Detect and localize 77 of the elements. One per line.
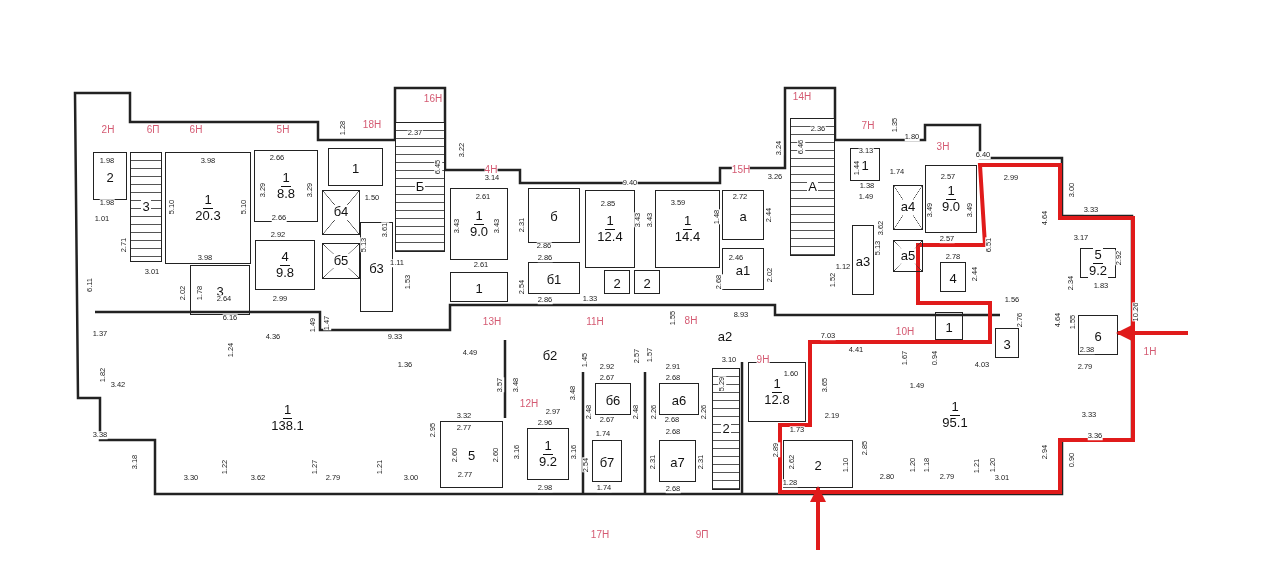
entrance-label: 3Н xyxy=(936,142,950,152)
stairwell xyxy=(790,118,835,256)
room-area: 14.4 xyxy=(673,229,702,244)
room-outline xyxy=(659,383,699,415)
room-outline xyxy=(634,270,660,294)
room-area: 8.8 xyxy=(275,186,297,201)
entrance-label: 11Н xyxy=(586,317,604,327)
room-number: 4 xyxy=(280,250,290,266)
entrance-label: 13Н xyxy=(482,317,502,327)
room-outline xyxy=(935,312,963,340)
room-number: 1 xyxy=(203,193,213,209)
room-outline xyxy=(528,188,580,243)
room-outline xyxy=(722,190,764,240)
room-area: 9.2 xyxy=(537,454,559,469)
room-outline xyxy=(1080,248,1116,278)
elevator-shaft xyxy=(893,185,923,230)
room-area: 95.1 xyxy=(941,415,969,430)
room-area: 12.8 xyxy=(763,392,791,407)
entrance-label: 9Н xyxy=(756,355,770,365)
room-area: 9.0 xyxy=(940,199,962,214)
room-number: 1 xyxy=(772,377,782,393)
entrance-label: 2Н xyxy=(101,125,115,135)
stairwell xyxy=(712,368,740,490)
stairwell xyxy=(130,152,162,262)
room-label: а5 xyxy=(899,248,917,264)
entrance-label: 18Н xyxy=(362,120,382,130)
room-area: 12.4 xyxy=(596,229,624,244)
entrance-label: 10Н xyxy=(895,327,915,337)
entrance-label: 9П xyxy=(695,530,709,540)
elevator-shaft xyxy=(322,190,360,235)
room-outline xyxy=(527,428,569,480)
room-number: 1 xyxy=(282,403,293,419)
room-outline xyxy=(595,383,631,415)
entrance-label: 5Н xyxy=(276,125,290,135)
entrance-label: 17Н xyxy=(590,530,610,540)
room-number: 1 xyxy=(682,214,693,230)
room-label: а4 xyxy=(899,200,917,215)
entrance-label: 16Н xyxy=(423,94,443,104)
room-number: 1 xyxy=(281,171,291,187)
entrance-label: 6Н xyxy=(189,125,203,135)
room-area: 9.2 xyxy=(1087,263,1109,278)
entrance-label: 8Н xyxy=(684,316,698,326)
room-label: б4 xyxy=(332,205,350,220)
room-area: 9.8 xyxy=(274,265,296,280)
room-outline xyxy=(852,225,874,295)
room-area: 20.3 xyxy=(194,208,222,223)
arrow xyxy=(810,486,826,550)
room-number: 1 xyxy=(946,184,956,200)
entrance-label: 1Н xyxy=(1143,347,1157,357)
room-outline xyxy=(604,270,630,294)
room-number: 1 xyxy=(543,439,553,455)
entrance-label: 15Н xyxy=(731,165,751,175)
room-outline xyxy=(995,328,1019,358)
room-area: 138.1 xyxy=(270,418,305,433)
arrow xyxy=(1116,325,1188,341)
room-outline xyxy=(659,440,696,482)
room-number: 1 xyxy=(605,214,615,230)
entrance-label: 6П xyxy=(146,125,160,135)
room-outline xyxy=(592,440,622,482)
room-area: 9.0 xyxy=(468,224,490,239)
room-outline xyxy=(255,240,315,290)
room-number: 5 xyxy=(1093,248,1103,264)
elevator-shaft xyxy=(322,243,360,279)
room-outline xyxy=(585,190,635,268)
room-outline xyxy=(528,262,580,294)
room-outline xyxy=(450,272,508,302)
room-outline xyxy=(328,148,383,186)
entrance-label: 12Н xyxy=(519,399,539,409)
room-label: б5 xyxy=(332,253,350,269)
room-outline xyxy=(940,262,966,292)
stairwell xyxy=(395,122,445,252)
elevator-shaft xyxy=(893,240,923,272)
room-number: 1 xyxy=(474,209,484,225)
entrance-label: 7Н xyxy=(861,121,875,131)
entrance-label: 4Н xyxy=(484,165,498,175)
room-number: 1 xyxy=(950,400,960,416)
entrance-label: 14Н xyxy=(792,92,812,102)
